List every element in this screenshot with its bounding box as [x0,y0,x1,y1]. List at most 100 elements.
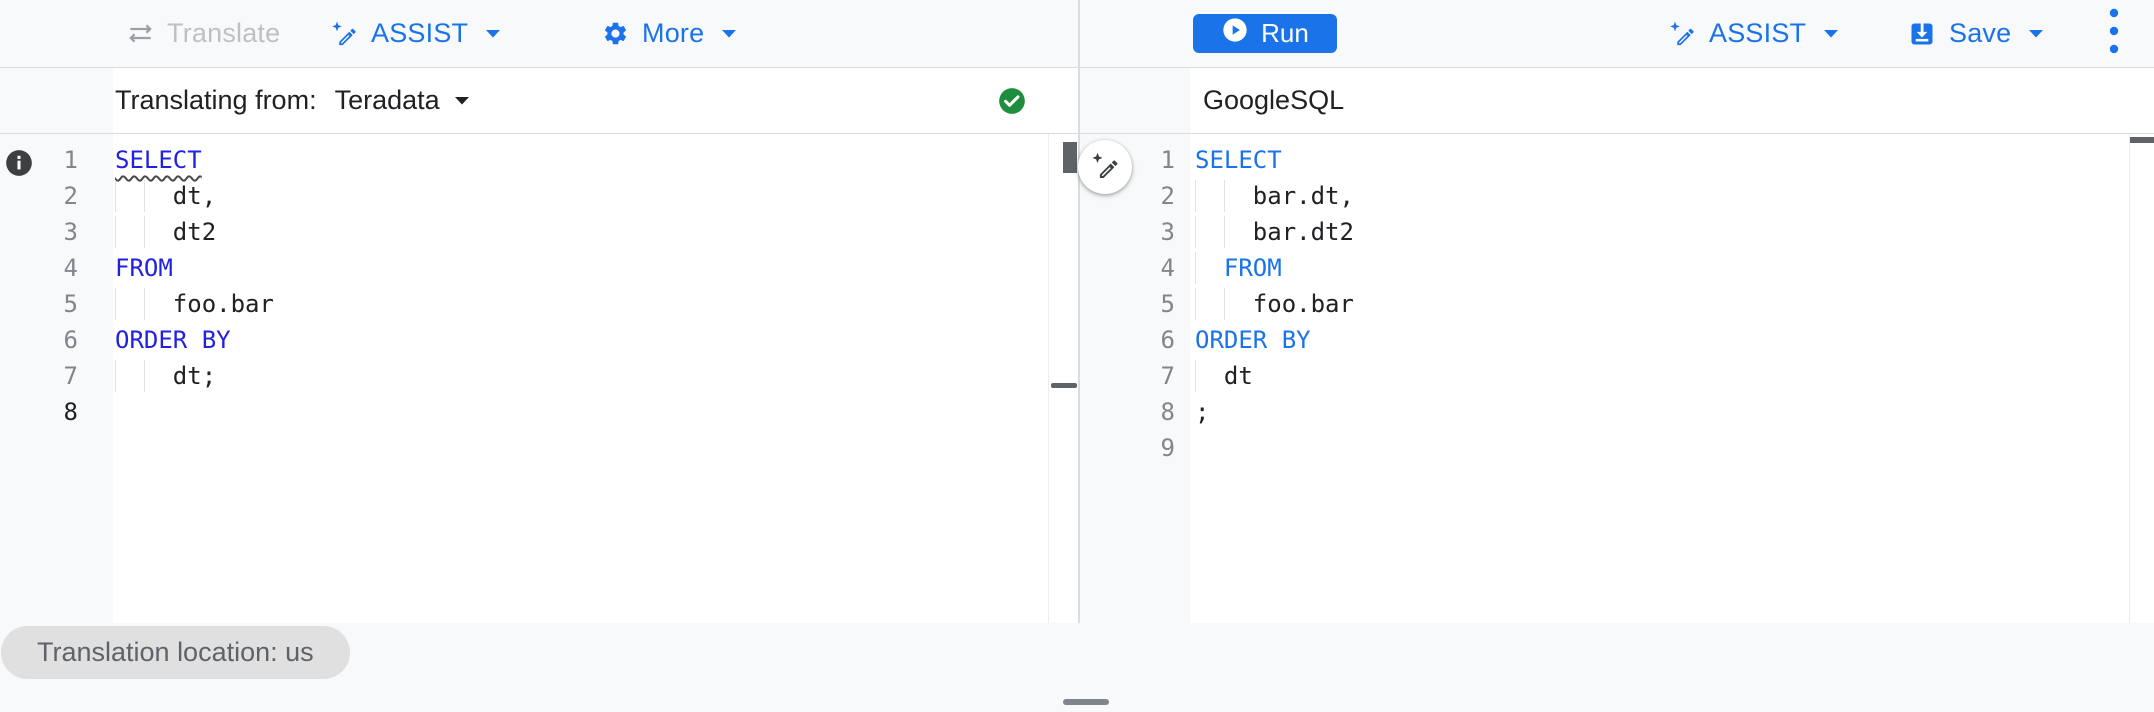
assist-right-label: ASSIST [1709,18,1807,48]
indent-guide [1195,252,1196,284]
line-number: 8 [63,398,78,426]
code-line[interactable]: ; [1193,394,2128,430]
three-dot-menu-icon [2109,8,2119,59]
more-button-label: More [642,18,705,48]
code-line[interactable]: SELECT [113,142,1048,178]
more-button[interactable]: More [602,0,737,67]
caret-down-icon [2029,30,2044,38]
line-number: 5 [63,290,78,318]
code-line[interactable]: ORDER BY [1193,322,2128,358]
pane-divider[interactable] [1078,0,1080,623]
sql-keyword: SELECT [115,146,202,174]
sql-keyword: FROM [115,254,173,282]
indent-guide [1223,216,1225,248]
code-line[interactable]: dt2 [113,214,1048,250]
translation-location-text: Translation location: us [37,637,314,667]
sql-text: dt [1195,362,1253,390]
horizontal-scrollbar-thumb[interactable] [1063,699,1109,705]
line-number: 5 [1160,290,1175,318]
translating-from-label: Translating from: [115,85,317,115]
sql-text [1195,254,1224,282]
code-line[interactable]: bar.dt2 [1193,214,2128,250]
sql-keyword: ORDER BY [1195,326,1311,354]
code-line[interactable]: dt; [113,358,1048,394]
code-line[interactable]: foo.bar [1193,286,2128,322]
indent-guide [1195,360,1196,392]
sql-keyword: ORDER BY [115,326,231,354]
line-number: 1 [1160,146,1175,174]
target-scrollbar-track [2129,134,2130,623]
caret-down-icon [454,97,469,105]
assist-left-button[interactable]: ASSIST [330,0,501,67]
save-icon [1908,20,1936,48]
play-circle-icon [1221,16,1249,51]
pen-spark-icon [1668,20,1696,48]
swap-arrows-icon [127,20,154,47]
indent-guide [115,216,116,248]
code-line[interactable]: SELECT [1193,142,2128,178]
indent-guide [1195,180,1196,212]
check-circle-icon [998,87,1026,115]
indent-guide [143,288,145,320]
line-number: 4 [1160,254,1175,282]
indent-guide [1195,216,1196,248]
line-number: 8 [1160,398,1175,426]
code-line[interactable]: FROM [1193,250,2128,286]
line-number: 2 [1160,182,1175,210]
line-number: 3 [63,218,78,246]
assist-left-label: ASSIST [371,18,469,48]
save-button[interactable]: Save [1908,0,2044,67]
run-button-label: Run [1261,18,1309,48]
code-line[interactable] [113,394,1048,430]
indent-guide [143,180,145,212]
line-number: 2 [63,182,78,210]
pen-spark-icon [1090,151,1120,184]
sql-text: bar.dt, [1195,182,1354,210]
translate-button[interactable]: Translate [127,0,280,67]
line-number: 1 [63,146,78,174]
target-header-gutter [1080,68,1190,133]
indent-guide [1223,288,1225,320]
sql-text: foo.bar [1195,290,1354,318]
bottom-bar: Translation location: us [0,623,2154,712]
source-scrollbar-track [1048,134,1049,623]
code-line[interactable]: bar.dt, [1193,178,2128,214]
pen-spark-icon [330,20,358,48]
source-vertical-scrollbar-thumb[interactable] [1063,142,1077,173]
code-line[interactable]: foo.bar [113,286,1048,322]
source-dialect-dropdown[interactable]: Teradata [335,85,470,116]
code-line[interactable]: FROM [113,250,1048,286]
line-number: 9 [1160,434,1175,462]
code-line[interactable] [1193,430,2128,466]
source-pane-header: Translating from: Teradata [0,68,1078,134]
toolbar: Translate ASSIST More [0,0,2154,68]
target-vertical-scrollbar-thumb[interactable] [2130,137,2154,143]
overflow-menu-button[interactable] [2096,0,2132,67]
caret-down-icon [486,30,501,38]
sql-text: dt, [115,182,217,210]
code-line[interactable]: ORDER BY [113,322,1048,358]
caret-down-icon [722,30,737,38]
source-scrollbar-marker[interactable] [1051,383,1077,388]
indent-guide [143,216,145,248]
code-line[interactable]: dt, [113,178,1048,214]
assist-wand-button[interactable] [1078,140,1132,194]
code-line[interactable]: dt [1193,358,2128,394]
indent-guide [1195,288,1196,320]
sql-text: ; [1195,398,1210,426]
line-number: 6 [1160,326,1175,354]
indent-guide [115,360,116,392]
assist-right-button[interactable]: ASSIST [1668,0,1839,67]
sql-text: foo.bar [115,290,274,318]
run-button[interactable]: Run [1193,14,1337,53]
info-icon[interactable] [5,149,33,177]
target-dialect-label: GoogleSQL [1203,85,1345,115]
